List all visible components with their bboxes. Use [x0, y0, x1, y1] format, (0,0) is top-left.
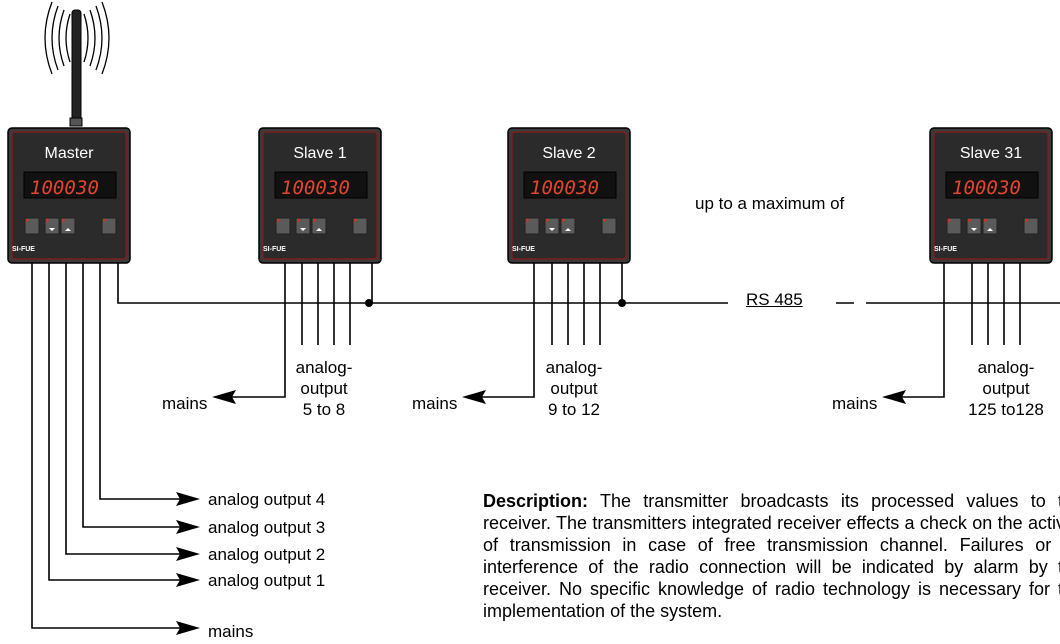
panel-button: [44, 217, 60, 235]
button-marker: [297, 219, 301, 223]
button-marker: [968, 219, 972, 223]
slave1-analog-line2: output: [300, 379, 348, 398]
slave2-analog-line2: output: [550, 379, 598, 398]
button-marker: [313, 219, 317, 223]
slave31-title: Slave 31: [959, 145, 1023, 162]
panel-button: [601, 217, 617, 235]
button-marker: [277, 219, 281, 223]
slave2-analog-line1: analog-: [545, 358, 603, 377]
panel-button: [275, 217, 291, 235]
slave31-model: SI-FUE: [934, 246, 957, 253]
antenna-icon: [69, 9, 83, 127]
panel-button: [524, 217, 540, 235]
panel-button: [560, 217, 576, 235]
master-output-1: analog output 1: [208, 571, 326, 590]
bus-junction: [618, 299, 626, 307]
description-text: The transmitter broadcasts its processed…: [483, 491, 1060, 621]
led-display: [523, 171, 617, 199]
button-marker: [46, 219, 50, 223]
master-output-lines: [31, 263, 180, 629]
button-marker: [103, 219, 107, 223]
slave2-display-small: 30: [576, 177, 599, 199]
button-marker: [546, 219, 550, 223]
slave2-model: SI-FUE: [512, 246, 535, 253]
slave31-display-value: 1000: [952, 177, 998, 199]
master-output-4: analog output 4: [208, 490, 326, 509]
radio-waves-icon: [44, 1, 110, 75]
panel-button: [1023, 217, 1039, 235]
led-display: [945, 171, 1039, 199]
button-marker: [26, 219, 30, 223]
slave1-display-value: 1000: [281, 177, 327, 199]
panel-button: [295, 217, 311, 235]
up-arrow-icon: [316, 228, 322, 231]
rs485-bus: [117, 263, 1060, 304]
up-arrow-icon: [65, 228, 71, 231]
master-mains: mains: [208, 622, 254, 641]
up-arrow-icon: [987, 228, 993, 231]
slave1-title: Slave 1: [293, 145, 347, 162]
arrowheads: [176, 390, 906, 635]
slave31-device: [929, 127, 1053, 264]
slave31-analog-line1: analog-: [977, 358, 1035, 377]
button-marker: [984, 219, 988, 223]
master-output-3: analog output 3: [208, 518, 326, 537]
slave2-display-value: 1000: [530, 177, 576, 199]
max-note: up to a maximum of: [695, 194, 845, 213]
description-heading: Description:: [483, 491, 589, 511]
slave1-model: SI-FUE: [263, 246, 286, 253]
led-display: [274, 171, 368, 199]
up-arrow-icon: [565, 228, 571, 231]
panel-button: [946, 217, 962, 235]
slave1-analog-line1: analog-: [295, 358, 353, 377]
panel-button: [101, 217, 117, 235]
panel-button: [966, 217, 982, 235]
master-output-2: analog output 2: [208, 545, 326, 564]
master-model: SI-FUE: [12, 246, 35, 253]
panel-button: [24, 217, 40, 235]
slave2-mains-label: mains: [412, 394, 458, 413]
slave31-analog-line3: 125 to128: [968, 400, 1044, 419]
panel-button: [311, 217, 327, 235]
slave1-mains-label: mains: [162, 394, 208, 413]
master-display-value: 1000: [30, 177, 76, 199]
down-arrow-icon: [971, 228, 977, 231]
button-marker: [562, 219, 566, 223]
bus-label: RS 485: [746, 290, 803, 309]
slave31-terminals: [902, 263, 1021, 398]
button-marker: [1025, 219, 1029, 223]
slave2-title: Slave 2: [542, 145, 596, 162]
slave2-terminals: [482, 263, 601, 398]
slave31-display-small: 30: [998, 177, 1021, 199]
slave1-analog-line3: 5 to 8: [302, 400, 346, 419]
panel-button: [982, 217, 998, 235]
button-marker: [948, 219, 952, 223]
bus-junction: [365, 299, 373, 307]
slave1-terminals: [232, 263, 351, 398]
slave31-mains-label: mains: [832, 394, 878, 413]
slave2-analog-line3: 9 to 12: [548, 400, 600, 419]
panel-button: [544, 217, 560, 235]
slave1-device: [258, 127, 382, 264]
master-device: [7, 127, 131, 264]
down-arrow-icon: [49, 228, 55, 231]
description: Description: The transmitter broadcasts …: [483, 490, 1060, 622]
led-display: [23, 171, 117, 199]
panel-button: [60, 217, 76, 235]
panel-button: [352, 217, 368, 235]
slave1-display-small: 30: [327, 177, 350, 199]
slave2-device: [507, 127, 631, 264]
button-marker: [526, 219, 530, 223]
down-arrow-icon: [549, 228, 555, 231]
master-title: Master: [44, 145, 94, 162]
slave31-analog-line2: output: [982, 379, 1030, 398]
button-marker: [603, 219, 607, 223]
button-marker: [62, 219, 66, 223]
button-marker: [354, 219, 358, 223]
master-display-small: 30: [76, 177, 99, 199]
down-arrow-icon: [300, 228, 306, 231]
